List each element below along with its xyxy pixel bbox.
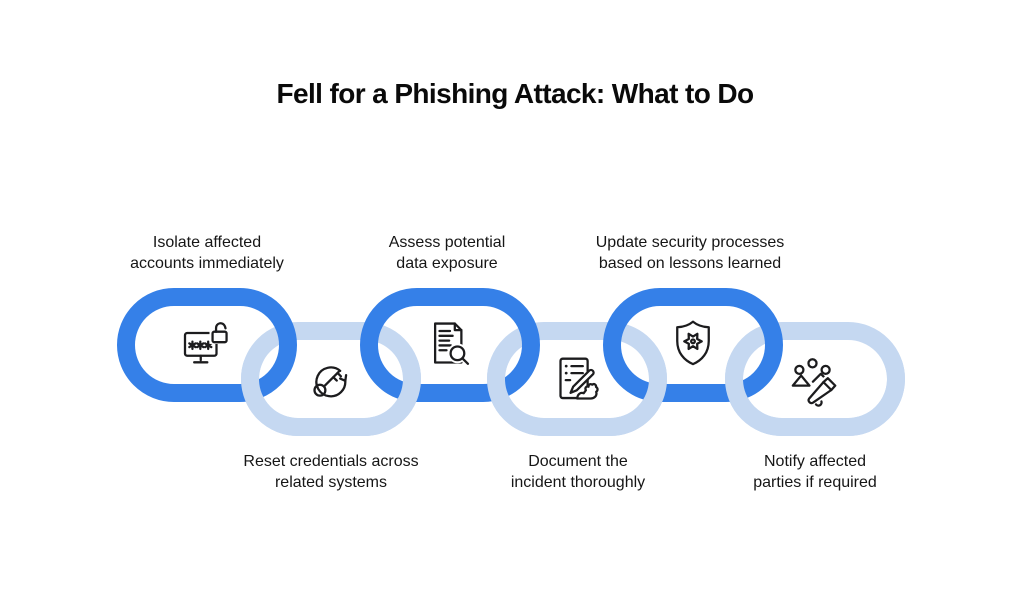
step-label-6: Notify affected parties if required — [753, 453, 877, 491]
chain-link-1 — [117, 288, 297, 402]
chain-weave-overlay — [241, 360, 905, 436]
page-title: Fell for a Phishing Attack: What to Do — [276, 78, 754, 109]
document-search-icon — [433, 322, 470, 365]
step-label-4: Document the incident thoroughly — [510, 453, 646, 491]
chain-link-5 — [603, 288, 783, 402]
step-label-2: Reset credentials across related systems — [243, 453, 419, 491]
people-megaphone-icon — [791, 358, 839, 407]
document-pen-hand-icon — [559, 357, 599, 400]
shield-gear-icon — [676, 320, 710, 366]
step-label-1: Isolate affected accounts immediately — [130, 234, 284, 272]
step-label-5: Update security processes based on lesso… — [595, 234, 785, 272]
password-monitor-unlock-icon — [183, 320, 230, 364]
step-label-3: Assess potential data exposure — [388, 234, 506, 272]
chain-link-3 — [360, 288, 540, 402]
chain-links-dark — [117, 288, 783, 402]
key-reset-icon — [313, 366, 348, 398]
